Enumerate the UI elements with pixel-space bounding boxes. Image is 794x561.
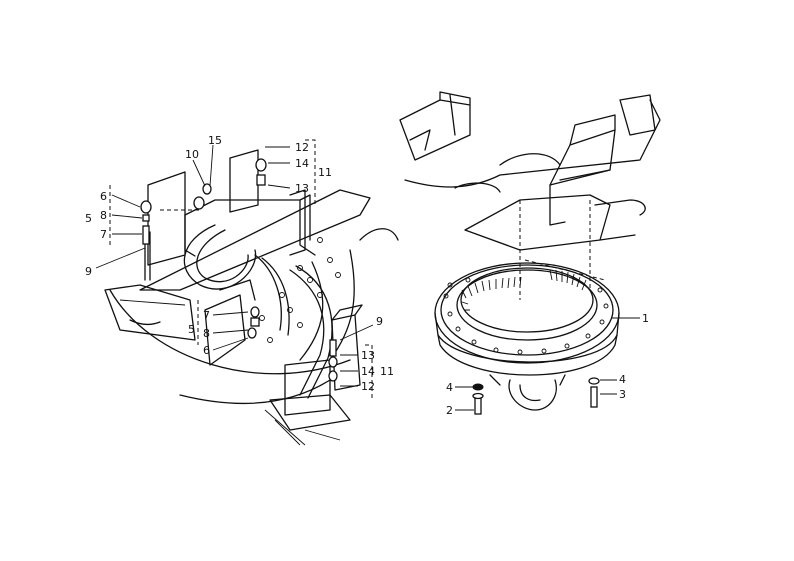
bolts-right	[472, 377, 600, 415]
callout-9: 9	[85, 265, 92, 278]
callout-5b: 5	[188, 323, 195, 336]
bolt-holes	[259, 237, 341, 343]
callout-4a: 4	[446, 381, 453, 394]
left-callouts: 6 5 8 7 9 10 15 12 14 11 13 7 8 5 6 9 13…	[85, 134, 394, 393]
bearing-bolt-holes	[443, 277, 609, 355]
callout-11b: 11	[380, 365, 394, 378]
right-leader-lines	[455, 317, 640, 411]
callout-14: 14	[295, 157, 309, 170]
left-leader-lines	[95, 144, 374, 387]
callout-6b: 6	[203, 344, 210, 357]
callout-13: 13	[295, 182, 309, 195]
callout-7: 7	[100, 228, 107, 241]
callout-6: 6	[100, 190, 107, 203]
callout-7b: 7	[203, 309, 210, 322]
grease-fittings-left	[140, 158, 338, 382]
callout-13b: 13	[361, 349, 375, 362]
callout-1: 1	[642, 312, 649, 325]
bearing-teeth	[461, 269, 587, 311]
callout-12: 12	[295, 141, 309, 154]
callout-9b: 9	[376, 315, 383, 328]
callout-11: 11	[318, 166, 332, 179]
right-assembly-drawing	[399, 91, 661, 415]
callout-4b: 4	[619, 373, 626, 386]
left-assembly-drawing	[104, 139, 399, 446]
callout-2: 2	[446, 404, 453, 417]
callout-8: 8	[100, 209, 107, 222]
callout-5: 5	[85, 212, 92, 225]
callout-10: 10	[185, 148, 199, 161]
right-callouts: 1 4 2 4 3	[446, 312, 649, 417]
callout-8b: 8	[203, 327, 210, 340]
callout-3: 3	[619, 388, 626, 401]
callout-14b: 14	[361, 365, 375, 378]
callout-12b: 12	[361, 380, 375, 393]
callout-15: 15	[208, 134, 222, 147]
